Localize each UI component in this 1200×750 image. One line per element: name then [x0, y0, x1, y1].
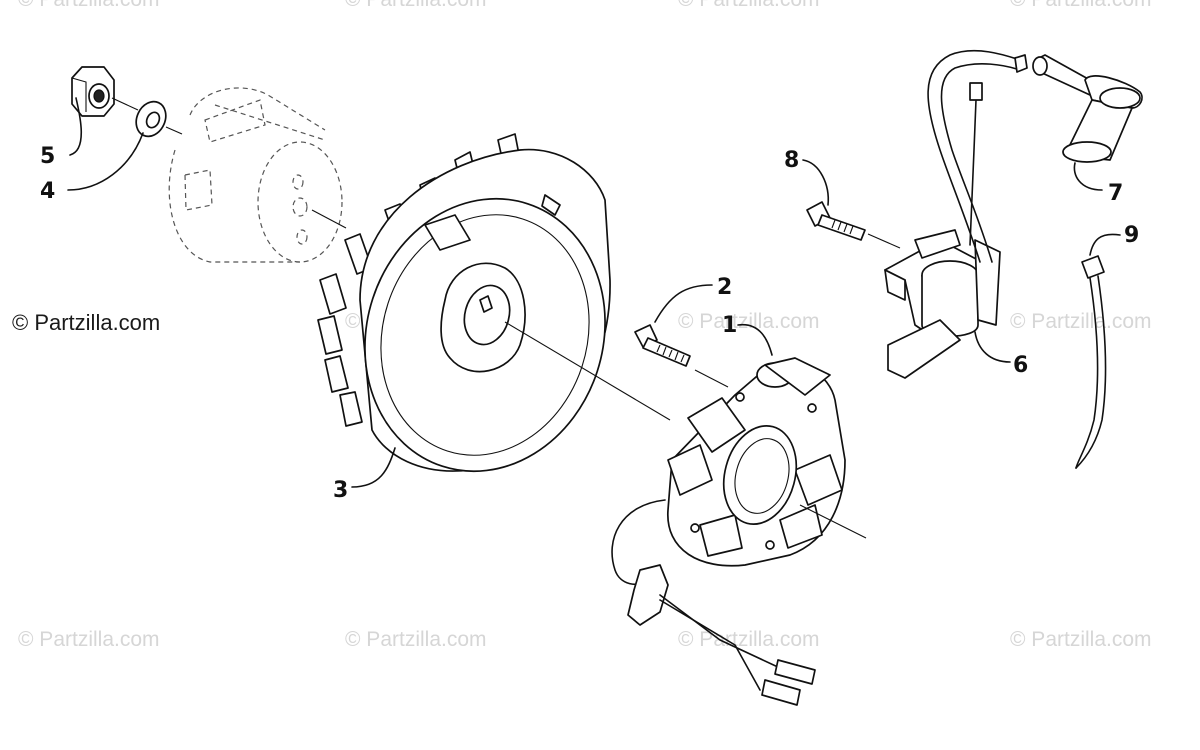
part-1-stator [611, 357, 846, 706]
watermark-top-3: © Partzilla.com [678, 0, 820, 12]
callout-8: 8 [784, 148, 799, 173]
leader-9 [1089, 233, 1121, 256]
part-9-cable-tie [1075, 255, 1107, 469]
watermark-top-2: © Partzilla.com [345, 0, 487, 12]
part-8-bolt [806, 201, 866, 241]
watermark-bottom-2: © Partzilla.com [345, 628, 487, 651]
leader-3 [351, 447, 396, 488]
leader-6 [974, 331, 1011, 363]
part-3-flywheel [317, 133, 611, 473]
leader-1 [737, 324, 773, 356]
callout-9: 9 [1124, 223, 1139, 248]
part-2-bolt [634, 324, 691, 367]
callout-3: 3 [333, 478, 348, 503]
leader-5 [69, 97, 83, 156]
callout-6: 6 [1013, 353, 1028, 378]
callout-5: 5 [40, 144, 55, 169]
part-7-spark-plug-cap [1032, 54, 1143, 163]
watermark-mid-3: © Partzilla.com [678, 310, 820, 333]
leader-7 [1073, 162, 1103, 191]
leader-4 [67, 132, 144, 191]
watermark-bottom-1: © Partzilla.com [18, 628, 160, 651]
watermark-top-1: © Partzilla.com [18, 0, 160, 12]
copyright-text: © Partzilla.com [12, 310, 161, 335]
part-6-ignition-coil [884, 49, 1028, 379]
leader-8 [802, 159, 829, 206]
watermark-bottom-4: © Partzilla.com [1010, 628, 1152, 651]
watermark-bottom-3: © Partzilla.com [678, 628, 820, 651]
part-4-washer [135, 100, 167, 138]
callout-7: 7 [1108, 181, 1123, 206]
crank-hub-reference [168, 87, 343, 263]
leader-2 [654, 284, 713, 323]
part-5-nut [71, 66, 115, 117]
watermark-mid-4: © Partzilla.com [1010, 310, 1152, 333]
callout-2: 2 [717, 275, 732, 300]
callout-1: 1 [722, 313, 737, 338]
callout-4: 4 [40, 179, 55, 204]
watermark-top-4: © Partzilla.com [1010, 0, 1152, 12]
